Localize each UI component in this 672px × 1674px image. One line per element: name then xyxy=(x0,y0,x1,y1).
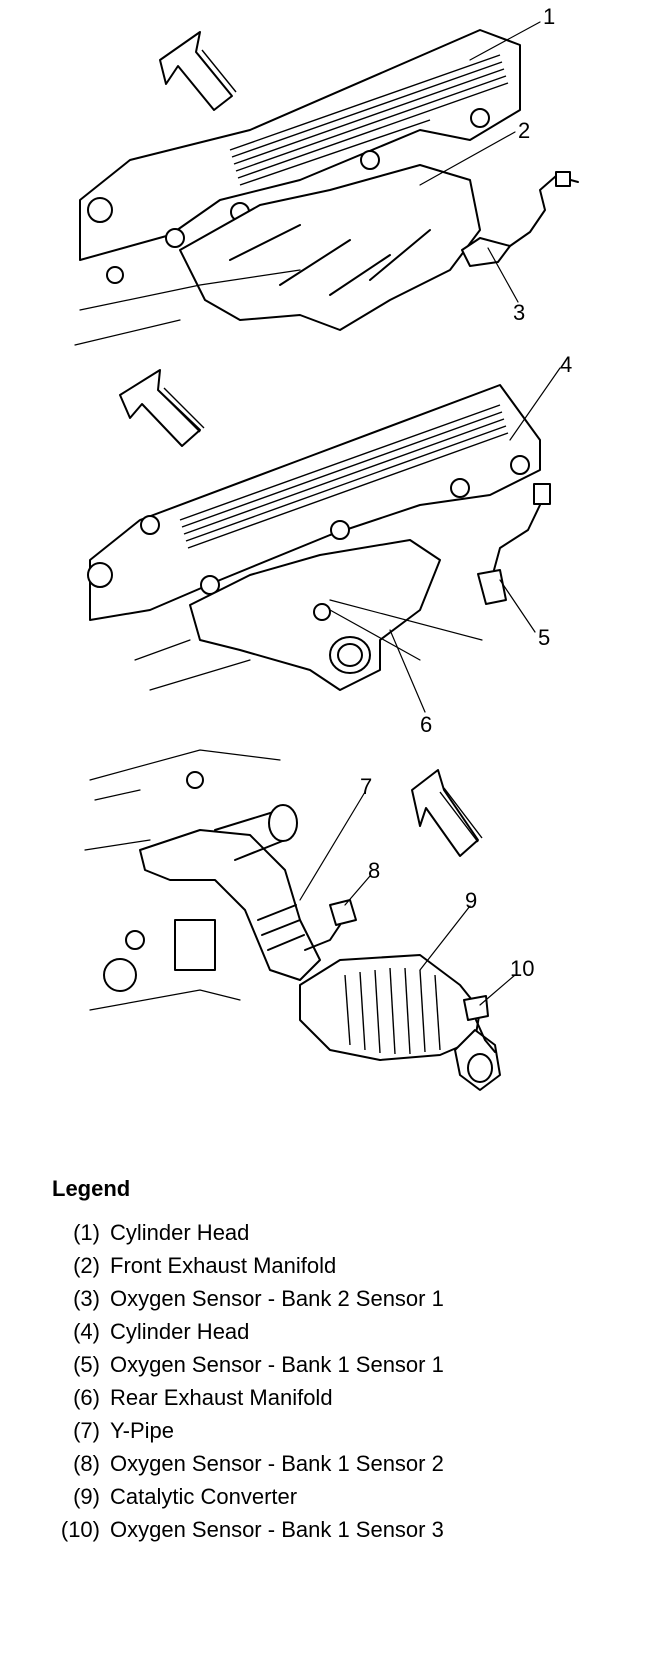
legend-item: (6) Rear Exhaust Manifold xyxy=(52,1381,652,1414)
callout-3: 3 xyxy=(513,300,525,325)
legend-label: Oxygen Sensor - Bank 2 Sensor 1 xyxy=(110,1286,444,1311)
legend-number: (4) xyxy=(73,1319,100,1344)
direction-arrow-2 xyxy=(119,369,201,447)
front-exhaust-manifold xyxy=(179,164,481,331)
oxygen-sensor-bank2-sensor1 xyxy=(461,237,511,267)
legend-label: Catalytic Converter xyxy=(110,1484,298,1509)
legend-item: (3) Oxygen Sensor - Bank 2 Sensor 1 xyxy=(52,1282,652,1315)
legend-item: (4) Cylinder Head xyxy=(52,1315,652,1348)
legend-number: (3) xyxy=(73,1286,100,1311)
legend-number: (9) xyxy=(73,1484,100,1509)
direction-arrow-1 xyxy=(159,31,233,111)
legend-label: Cylinder Head xyxy=(110,1319,250,1344)
front-section xyxy=(74,29,579,346)
legend-number: (1) xyxy=(73,1220,100,1245)
callout-7: 7 xyxy=(360,774,372,799)
legend-item: (9) Catalytic Converter xyxy=(52,1480,652,1513)
oxygen-sensor-bank1-sensor1 xyxy=(477,569,507,605)
callout-6: 6 xyxy=(420,712,432,737)
legend-number: (7) xyxy=(73,1418,100,1443)
exhaust-system-diagram: 1 2 3 4 5 6 7 8 9 10 xyxy=(74,4,579,1091)
legend-item: (10) Oxygen Sensor - Bank 1 Sensor 3 xyxy=(52,1513,652,1546)
legend: Legend (1) Cylinder Head (2) Front Exhaust… xyxy=(52,1176,652,1546)
legend-label: Oxygen Sensor - Bank 1 Sensor 2 xyxy=(110,1451,444,1476)
legend-item: (2) Front Exhaust Manifold xyxy=(52,1249,652,1282)
legend-label: Oxygen Sensor - Bank 1 Sensor 3 xyxy=(110,1517,444,1542)
callout-2: 2 xyxy=(518,118,530,143)
legend-item: (7) Y-Pipe xyxy=(52,1414,652,1447)
legend-title: Legend xyxy=(52,1176,131,1201)
direction-arrow-3 xyxy=(411,769,479,857)
legend-label: Rear Exhaust Manifold xyxy=(110,1385,333,1410)
callout-4: 4 xyxy=(560,352,572,377)
callout-1: 1 xyxy=(543,4,555,29)
rear-section xyxy=(87,369,551,691)
legend-number: (10) xyxy=(60,1517,100,1542)
legend-item: (5) Oxygen Sensor - Bank 1 Sensor 1 xyxy=(52,1348,652,1381)
legend-label: Cylinder Head xyxy=(110,1220,250,1245)
legend-item: (8) Oxygen Sensor - Bank 1 Sensor 2 xyxy=(52,1447,652,1480)
legend-number: (2) xyxy=(73,1253,100,1278)
leader-lines xyxy=(299,21,561,1006)
legend-list: (1) Cylinder Head (2) Front Exhaust Manifo… xyxy=(52,1216,652,1546)
legend-number: (5) xyxy=(73,1352,100,1377)
legend-label: Oxygen Sensor - Bank 1 Sensor 1 xyxy=(110,1352,444,1377)
legend-item: (1) Cylinder Head xyxy=(52,1216,652,1249)
legend-label: Front Exhaust Manifold xyxy=(110,1253,337,1278)
legend-label: Y-Pipe xyxy=(110,1418,175,1443)
oxygen-sensor-bank1-sensor3 xyxy=(463,995,489,1021)
legend-number: (8) xyxy=(73,1451,100,1476)
lower-section xyxy=(84,749,501,1091)
y-pipe xyxy=(139,829,321,981)
callout-8: 8 xyxy=(368,858,380,883)
callout-10: 10 xyxy=(510,956,534,981)
callout-9: 9 xyxy=(465,888,477,913)
callout-5: 5 xyxy=(538,625,550,650)
oxygen-sensor-bank1-sensor2 xyxy=(329,899,357,926)
legend-number: (6) xyxy=(73,1385,100,1410)
